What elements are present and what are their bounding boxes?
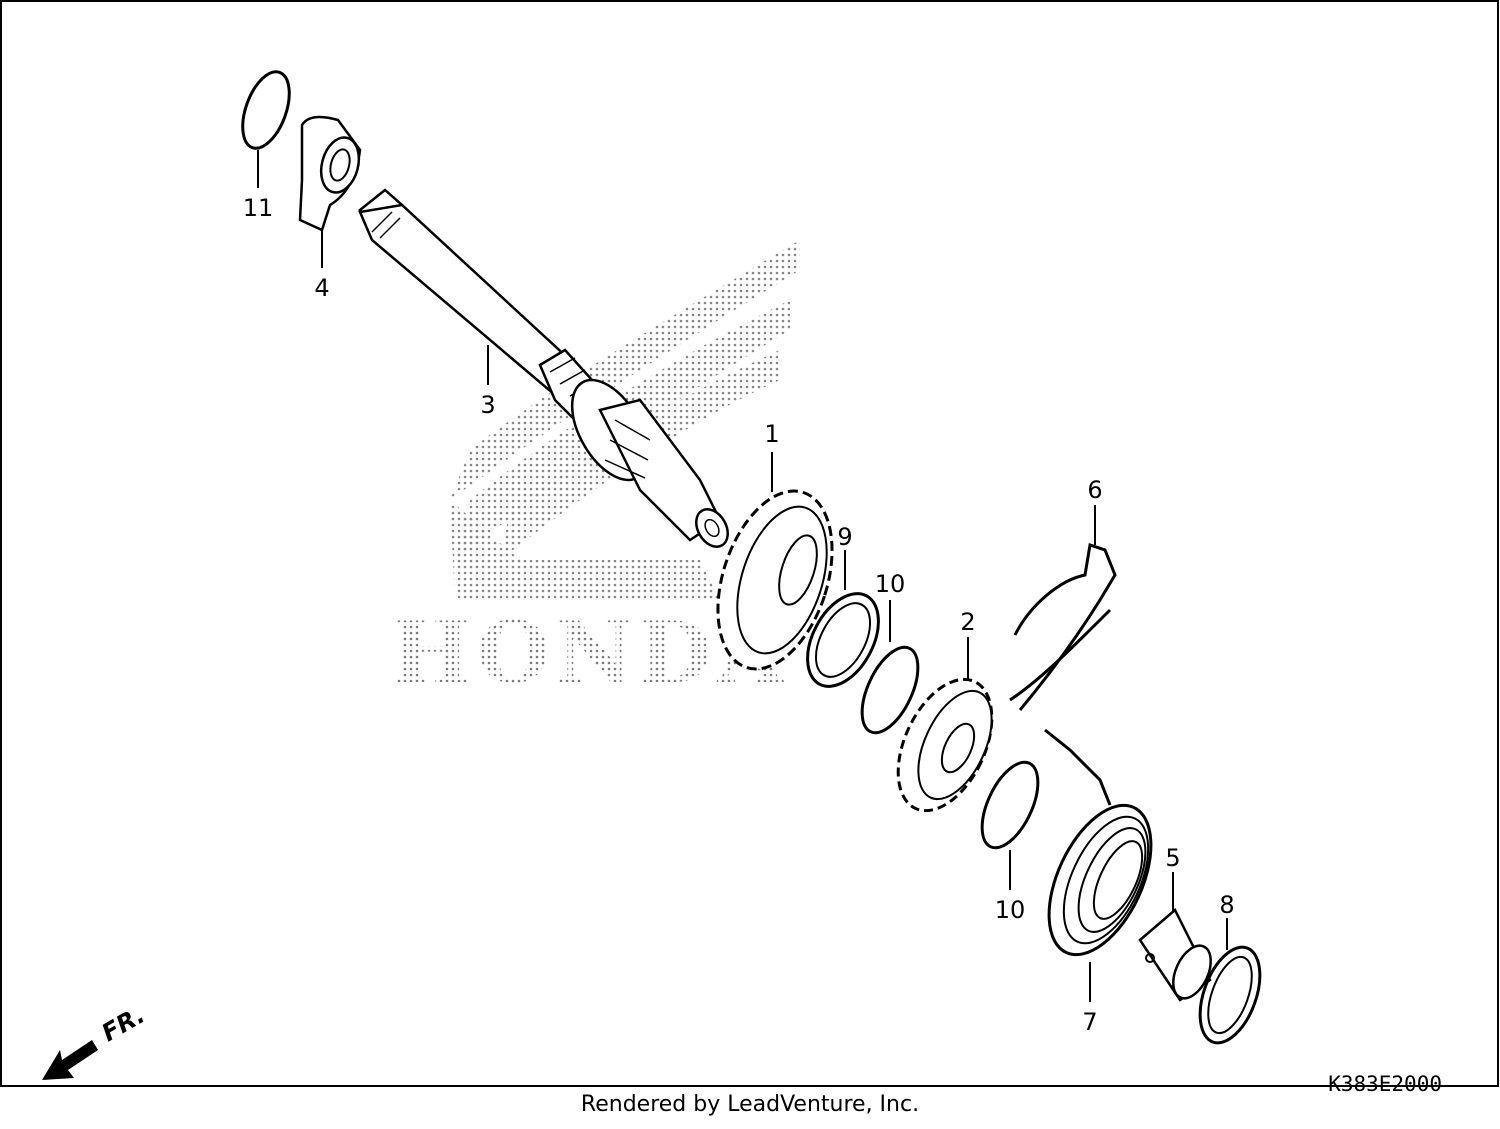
part-10-circlip-upper[interactable]: [851, 639, 930, 741]
callout-7: 7: [1082, 1008, 1097, 1036]
part-6-spring-clip[interactable]: [1009, 543, 1117, 711]
part-2-ratchet[interactable]: [879, 665, 1011, 826]
leader-lines: [257, 150, 1228, 1002]
part-8-washer[interactable]: [1188, 939, 1271, 1051]
part-10-circlip-lower[interactable]: [971, 754, 1050, 856]
callout-9: 9: [837, 523, 852, 551]
callout-10-upper: 10: [875, 570, 906, 598]
callout-10-lower: 10: [995, 896, 1026, 924]
diagram-border: [0, 0, 1499, 1087]
front-direction-arrow-icon: FR.: [42, 1001, 149, 1080]
callout-11: 11: [243, 194, 274, 222]
callout-1: 1: [764, 420, 779, 448]
direction-label: FR.: [97, 1001, 149, 1047]
rendered-by-footer: Rendered by LeadVenture, Inc.: [580, 1092, 920, 1117]
part-9-washer[interactable]: [793, 582, 893, 698]
callout-3: 3: [480, 391, 495, 419]
part-3-spindle[interactable]: [358, 188, 734, 552]
drawing-code: K383E2000: [1328, 1072, 1442, 1096]
part-5-collar[interactable]: [1138, 908, 1218, 1004]
callout-6: 6: [1087, 476, 1102, 504]
part-4-collar[interactable]: [298, 115, 365, 232]
callout-5: 5: [1165, 844, 1180, 872]
part-11-circlip[interactable]: [234, 66, 299, 155]
callout-8: 8: [1219, 891, 1234, 919]
part-7-return-spring[interactable]: [1028, 728, 1172, 970]
callout-2: 2: [960, 608, 975, 636]
callout-4: 4: [314, 274, 329, 302]
part-1-gear[interactable]: [697, 476, 853, 683]
